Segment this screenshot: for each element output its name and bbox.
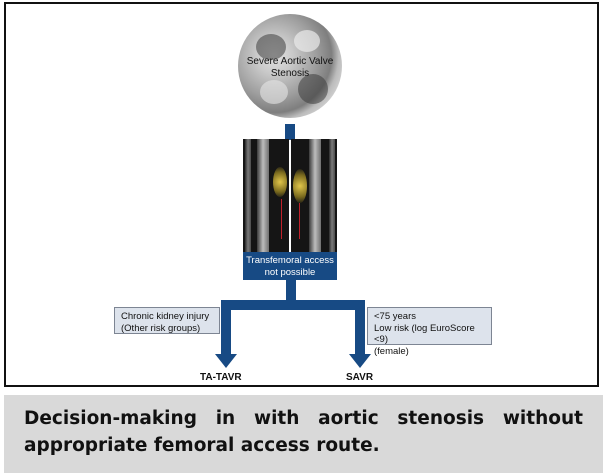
top-node-label: Severe Aortic Valve Stenosis bbox=[246, 56, 334, 79]
transfemoral-access-box: Transfemoral access not possible bbox=[243, 252, 337, 280]
connector-top bbox=[285, 124, 295, 140]
left-condition-line2: (Other risk groups) bbox=[121, 322, 201, 334]
arrowhead-left bbox=[215, 354, 237, 368]
right-condition-box: <75 years Low risk (log EuroScore <9) (f… bbox=[367, 307, 492, 357]
ct-scan-image bbox=[238, 14, 342, 118]
connector-left-branch bbox=[221, 300, 231, 357]
left-condition-box: Chronic kidney injury (Other risk groups… bbox=[114, 307, 220, 334]
arrowhead-right bbox=[349, 354, 371, 368]
right-condition-line2: Low risk (log EuroScore <9) bbox=[374, 322, 475, 346]
right-condition-line1: <75 years bbox=[374, 311, 416, 322]
left-condition-line1: Chronic kidney injury bbox=[121, 311, 210, 322]
angiography-image-right bbox=[291, 139, 337, 252]
angiography-image-left bbox=[243, 139, 289, 252]
connector-horizontal bbox=[221, 300, 365, 310]
connector-trunk bbox=[286, 280, 296, 308]
left-outcome-label: TA-TAVR bbox=[200, 372, 242, 383]
right-outcome-label: SAVR bbox=[346, 372, 374, 383]
connector-right-branch bbox=[355, 300, 365, 357]
caption-bar: Decision-making in with aortic stenosis … bbox=[4, 395, 603, 473]
figure-caption: Decision-making in with aortic stenosis … bbox=[24, 408, 583, 456]
right-condition-line3: (female) bbox=[374, 345, 409, 357]
